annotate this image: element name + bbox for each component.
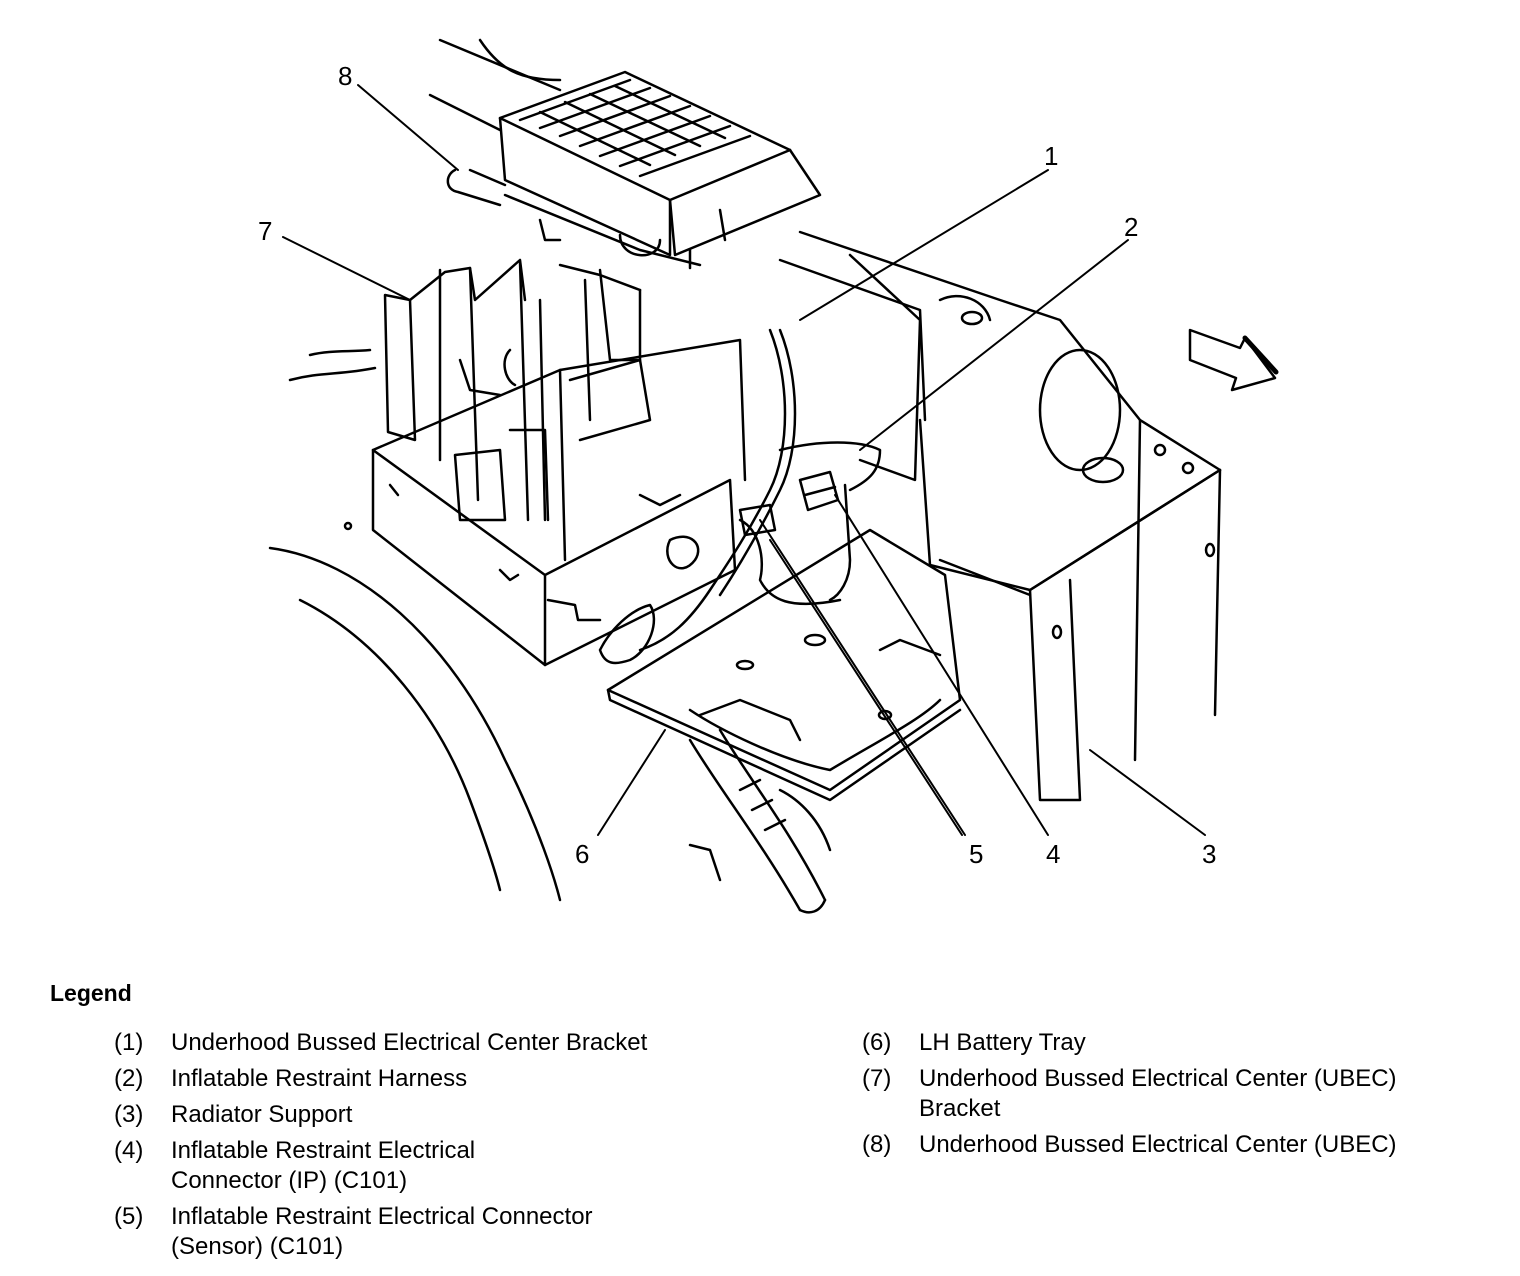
radiator-support	[778, 230, 1222, 802]
inflatable-restraint-harness	[598, 328, 882, 665]
legend-item-number: (5)	[114, 1203, 144, 1230]
ubec-fuse-block	[446, 70, 822, 270]
legend-item-2: (2) Inflatable Restraint Harness	[114, 1064, 754, 1094]
callout-leaders	[282, 84, 1206, 836]
legend-item-number: (8)	[862, 1131, 892, 1158]
callout-1: 1	[1044, 141, 1058, 171]
fender-outline	[268, 38, 562, 902]
sensor-connector-c101	[738, 503, 777, 537]
legend-column-left: (1) Underhood Bussed Electrical Center B…	[114, 1028, 754, 1268]
legend-item-label: Inflatable Restraint Harness	[171, 1065, 468, 1092]
ip-connector-c101	[798, 470, 840, 512]
legend-item-7: (7) Underhood Bussed Electrical Center (…	[862, 1064, 1502, 1124]
legend-item-8: (8) Underhood Bussed Electrical Center (…	[862, 1130, 1502, 1160]
legend-item-6: (6) LH Battery Tray	[862, 1028, 1502, 1058]
exploded-view-diagram: 1 2 3 4 5 6 7 8	[258, 38, 1279, 914]
legend-item-number: (6)	[862, 1029, 892, 1056]
callout-3: 3	[1202, 839, 1216, 869]
legend-item-label: Radiator Support	[171, 1101, 353, 1128]
bracket-base	[343, 338, 747, 667]
legend-item-number: (2)	[114, 1065, 144, 1092]
legend-item-label: Inflatable Restraint Electrical Connecto…	[171, 1203, 593, 1260]
callout-2: 2	[1124, 212, 1138, 242]
legend-item-4: (4) Inflatable Restraint Electrical Conn…	[114, 1136, 754, 1196]
lower-hose	[688, 728, 832, 914]
callout-4: 4	[1046, 839, 1060, 869]
legend-column-right: (6) LH Battery Tray (7) Underhood Bussed…	[862, 1028, 1502, 1166]
front-direction-arrow	[1188, 328, 1279, 392]
legend-title: Legend	[50, 980, 132, 1006]
callout-6: 6	[575, 839, 589, 869]
callout-8: 8	[338, 61, 352, 91]
legend-item-number: (3)	[114, 1101, 144, 1128]
legend-item-label: Underhood Bussed Electrical Center (UBEC…	[919, 1065, 1397, 1122]
legend-item-label: Underhood Bussed Electrical Center (UBEC…	[919, 1131, 1397, 1158]
legend-item-number: (4)	[114, 1137, 144, 1164]
legend-item-label: Inflatable Restraint Electrical Connecto…	[171, 1137, 476, 1194]
legend-item-5: (5) Inflatable Restraint Electrical Conn…	[114, 1202, 754, 1262]
ubec-bracket	[383, 258, 652, 522]
legend-item-3: (3) Radiator Support	[114, 1100, 754, 1130]
callout-7: 7	[258, 216, 272, 246]
legend-item-label: Underhood Bussed Electrical Center Brack…	[171, 1029, 648, 1056]
callout-5: 5	[969, 839, 983, 869]
lh-battery-tray	[606, 528, 962, 802]
legend-item-label: LH Battery Tray	[919, 1029, 1086, 1056]
legend-item-1: (1) Underhood Bussed Electrical Center B…	[114, 1028, 754, 1058]
legend-item-number: (7)	[862, 1065, 892, 1092]
legend-item-number: (1)	[114, 1029, 144, 1056]
